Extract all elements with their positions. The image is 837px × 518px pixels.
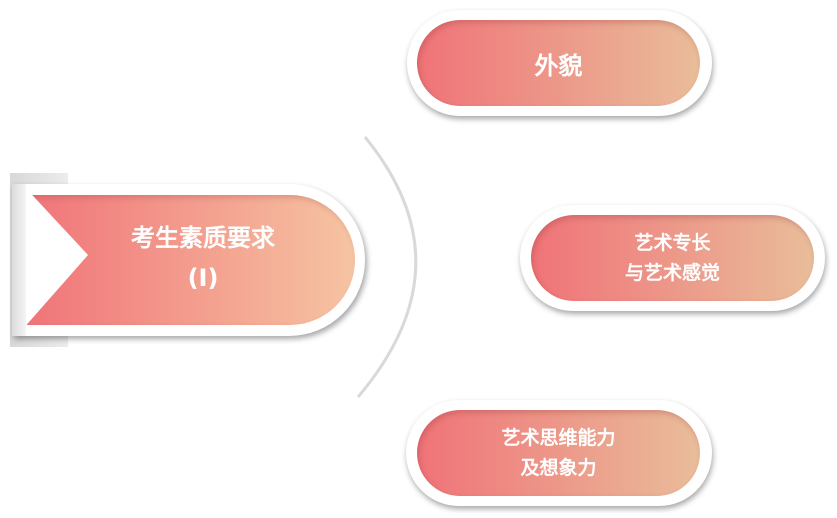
arc-line xyxy=(356,136,418,398)
main-topic-label: 考生素质要求 (I) xyxy=(88,218,318,298)
ribbon-notch-shade xyxy=(12,184,26,336)
item-label: 与艺术感觉 xyxy=(624,262,720,284)
item-label: 艺术思维能力 xyxy=(501,427,616,449)
main-topic-title: 考生素质要求 xyxy=(131,224,275,252)
main-topic-subtitle: (I) xyxy=(187,264,219,292)
item-label: 外貌 xyxy=(534,51,583,80)
item-label: 及想象力 xyxy=(520,457,597,479)
item-appearance: 外貌 xyxy=(417,20,700,106)
item-art-talent: 艺术专长 与艺术感觉 xyxy=(531,215,814,301)
item-art-thinking: 艺术思维能力 及想象力 xyxy=(417,410,700,496)
item-label: 艺术专长 xyxy=(634,232,711,254)
